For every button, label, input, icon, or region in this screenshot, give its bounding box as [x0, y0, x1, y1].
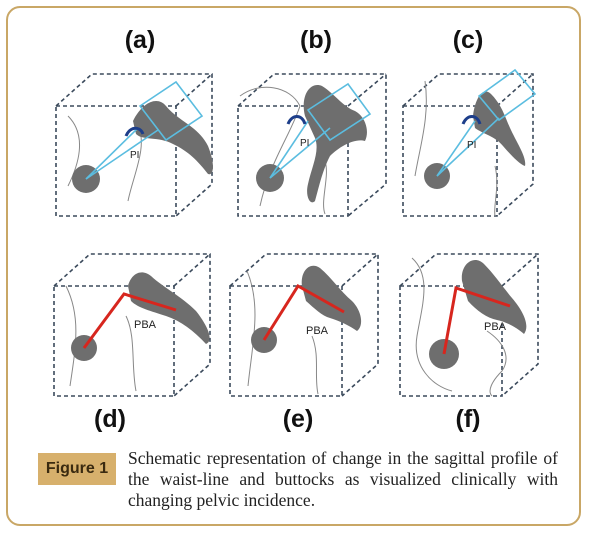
panel-f-diagram: PBA	[399, 253, 539, 397]
panel-e-diagram: PBA	[229, 253, 379, 397]
panel-a-diagram: PI	[55, 73, 213, 217]
panel-label-b: (b)	[300, 26, 332, 54]
panel-f-angle-label: PBA	[484, 321, 507, 333]
panel-d-diagram: PBA	[53, 253, 211, 397]
panel-c-angle-label: PI	[467, 140, 476, 151]
panel-label-e: (e)	[282, 405, 314, 433]
panel-label-c: (c)	[452, 26, 484, 54]
panel-c-diagram: PI	[402, 68, 537, 217]
panel-d-angle-label: PBA	[134, 319, 157, 331]
figure-number-badge: Figure 1	[38, 453, 116, 485]
figure-caption: Schematic representation of change in th…	[128, 448, 558, 510]
panel-e-angle-label: PBA	[306, 325, 329, 337]
panel-label-f: (f)	[455, 405, 481, 433]
panel-a-angle-label: PI	[130, 150, 139, 161]
panel-b-diagram: PI	[237, 73, 387, 217]
panel-label-a: (a)	[124, 26, 156, 54]
panel-b-angle-label: PI	[300, 138, 309, 149]
panel-label-d: (d)	[94, 405, 126, 433]
